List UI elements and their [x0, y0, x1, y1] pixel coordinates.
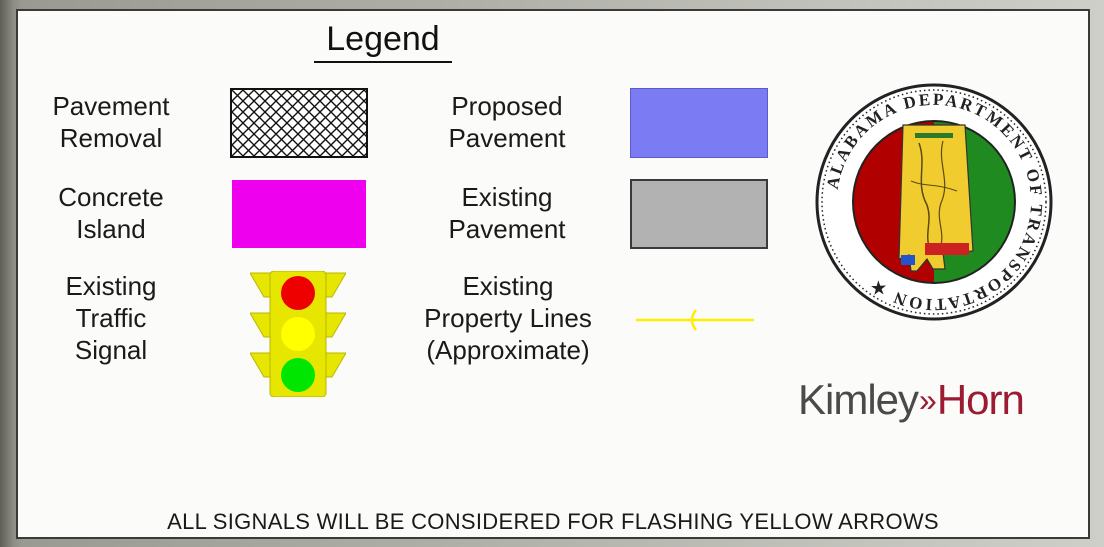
traffic-signal-icon	[250, 271, 346, 397]
legend-panel: Legend Pavement Removal Concrete Island …	[16, 9, 1090, 539]
double-chevron-icon: »	[919, 382, 937, 418]
magenta-swatch	[232, 180, 366, 248]
yellow-line-icon	[636, 309, 754, 331]
property-lines-label: Existing Property Lines (Approximate)	[424, 271, 592, 365]
pavement-removal-label: Pavement Removal	[52, 91, 170, 153]
crosshatch-swatch	[230, 88, 368, 158]
aldot-seal-icon: ALABAMA DEPARTMENT OF TRANSPORTATION ★	[815, 83, 1053, 321]
concrete-island-label: Concrete Island	[58, 182, 164, 244]
proposed-pavement-label: Proposed Pavement	[448, 91, 566, 153]
blue-swatch	[630, 88, 768, 158]
gray-swatch	[630, 179, 768, 249]
legend-title: Legend	[314, 19, 452, 63]
kimley-horn-logo: Kimley»Horn	[798, 376, 1025, 423]
existing-pavement-label: Existing Pavement	[448, 182, 566, 244]
traffic-signal-label: Existing Traffic Signal	[65, 271, 157, 365]
footer-note: ALL SIGNALS WILL BE CONSIDERED FOR FLASH…	[167, 509, 939, 534]
